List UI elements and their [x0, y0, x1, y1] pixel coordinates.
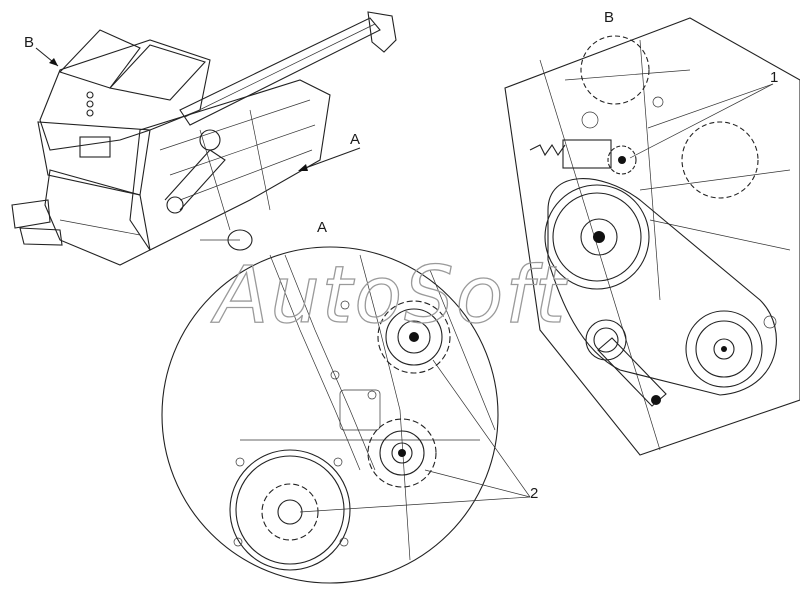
view-b-marker: B [24, 34, 34, 51]
callout-1: 1 [770, 69, 778, 86]
view-b-title: B [604, 9, 614, 26]
combine-harvester-overview [11, 11, 397, 266]
view-a-arrowhead [298, 164, 308, 171]
detail-view-b [504, 17, 800, 456]
detail-view-a [161, 246, 531, 584]
watermark: AutoSoft [210, 251, 568, 341]
view-a-title: A [317, 219, 327, 236]
view-a-marker: A [350, 131, 360, 148]
view-a-arrow [299, 147, 361, 171]
view-b-arrowhead [49, 58, 58, 66]
callout-2: 2 [530, 485, 538, 502]
